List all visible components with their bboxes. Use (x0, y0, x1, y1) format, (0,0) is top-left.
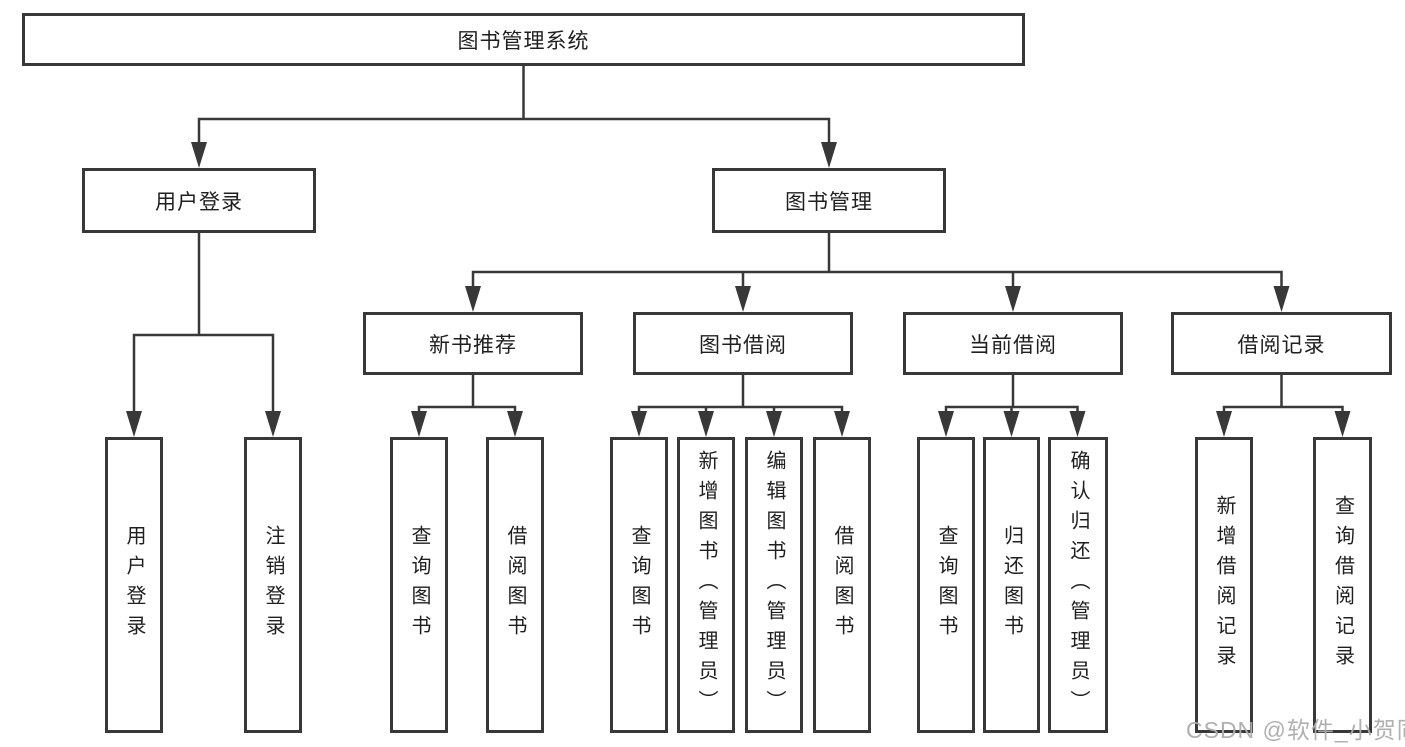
node-borrow-records: 借阅记录 (1171, 312, 1392, 375)
node-label: 新增图书（管理员） (695, 450, 717, 720)
node-label: 图书借阅 (699, 333, 787, 357)
node-label: 图书管理 (785, 190, 873, 214)
connector-newbooks-to-leaves (417, 373, 517, 416)
leaf-logout: 注销登录 (244, 437, 302, 733)
arrowheads (126, 142, 1351, 437)
leaf-confirm-return-admin: 确认归还（管理员） (1048, 437, 1108, 733)
node-label: 编辑图书（管理员） (763, 450, 785, 720)
node-label: 借阅记录 (1237, 333, 1326, 357)
node-label: 借阅图书 (504, 525, 526, 645)
leaf-query-books-1: 查询图书 (390, 437, 448, 733)
node-book-management: 图书管理 (712, 168, 946, 233)
node-label: 查询图书 (628, 525, 650, 645)
node-new-book-recommend: 新书推荐 (363, 312, 583, 375)
leaf-user-login: 用户登录 (105, 437, 163, 733)
connector-borrow-to-leaves (637, 373, 844, 416)
leaf-query-books-2: 查询图书 (610, 437, 668, 733)
node-label: 当前借阅 (969, 333, 1057, 357)
csdn-watermark: CSDN @软件_小贺同学 (1186, 717, 1405, 743)
node-label: 归还图书 (1000, 525, 1023, 645)
node-label: 确认归还（管理员） (1067, 450, 1089, 720)
node-current-borrowing: 当前借阅 (903, 312, 1123, 375)
node-label: 借阅图书 (831, 525, 853, 645)
leaf-borrow-books-2: 借阅图书 (813, 437, 871, 733)
node-label: 新书推荐 (429, 333, 517, 357)
leaf-edit-books-admin: 编辑图书（管理员） (745, 437, 803, 733)
connector-root-to-level2 (197, 64, 831, 148)
node-book-borrowing: 图书借阅 (633, 312, 853, 375)
node-label: 查询借阅记录 (1331, 495, 1354, 675)
connector-current-to-leaves (944, 373, 1079, 416)
leaf-add-books-admin: 新增图书（管理员） (677, 437, 735, 733)
node-label: 查询图书 (935, 525, 957, 645)
node-label: 新增借阅记录 (1213, 495, 1235, 675)
leaf-return-books: 归还图书 (983, 437, 1040, 733)
node-label: 用户登录 (155, 190, 243, 214)
connector-bookmgmt-to-level3 (471, 231, 1283, 291)
node-label: 注销登录 (262, 525, 284, 645)
node-user-login: 用户登录 (82, 168, 316, 233)
node-label: 用户登录 (123, 525, 145, 645)
node-root-library-system: 图书管理系统 (22, 13, 1025, 66)
leaf-query-books-3: 查询图书 (917, 437, 975, 733)
connector-records-to-leaves (1222, 373, 1344, 416)
leaf-borrow-books-1: 借阅图书 (486, 437, 544, 733)
leaf-query-borrow-record: 查询借阅记录 (1313, 437, 1372, 733)
connector-userlogin-to-leaves (132, 231, 275, 416)
leaf-add-borrow-record: 新增借阅记录 (1195, 437, 1253, 733)
node-label: 图书管理系统 (457, 29, 590, 53)
node-label: 查询图书 (408, 525, 430, 645)
